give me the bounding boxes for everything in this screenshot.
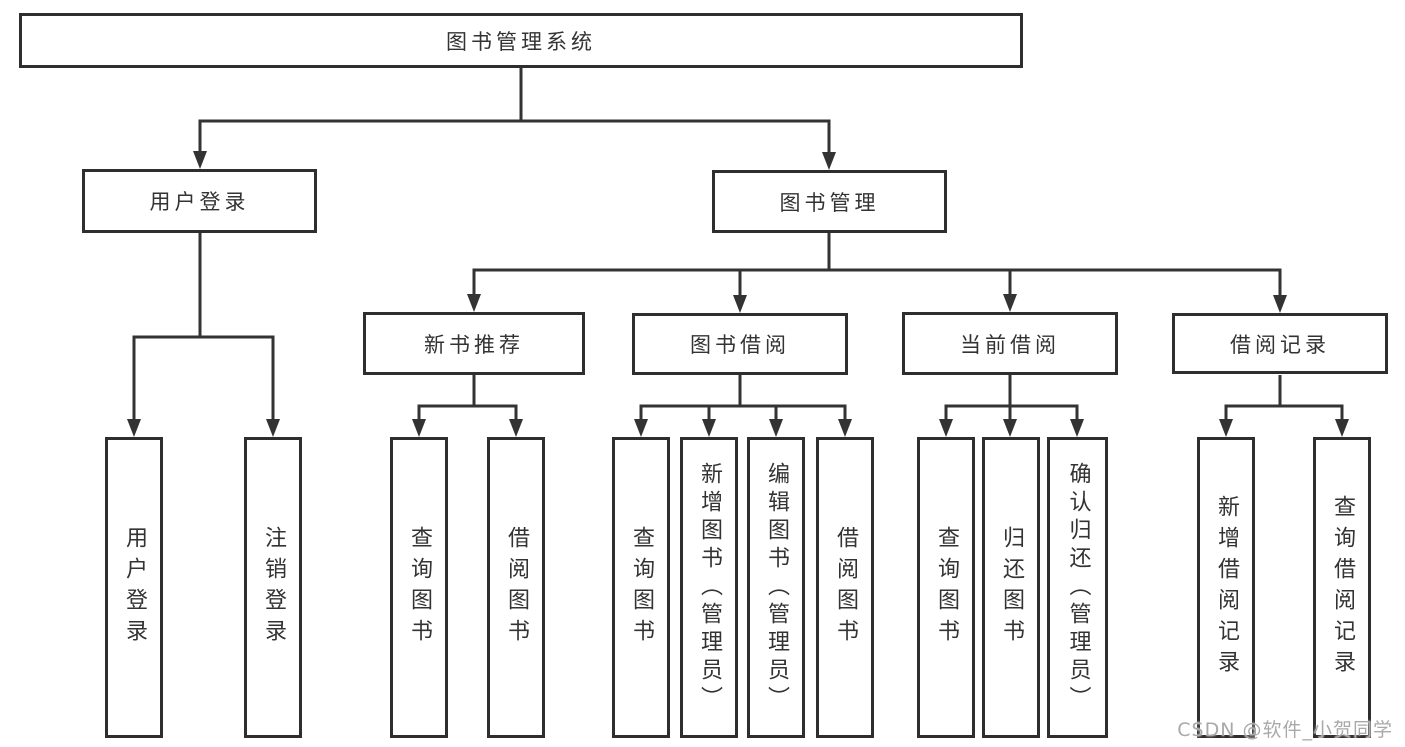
leaf-query-books-3-label: 查询图书 [934,525,959,650]
leaf-borrow-books-1-label: 借阅图书 [504,525,529,650]
leaf-logout-label: 注销登录 [261,525,286,650]
node-root: 图书管理系统 [19,13,1023,68]
node-book-borrow: 图书借阅 [632,313,848,375]
leaf-edit-book-admin: 编辑图书（管理员） [747,437,805,738]
node-new-book-recommend: 新书推荐 [363,312,585,375]
leaf-query-books-2: 查询图书 [612,437,670,738]
leaf-query-borrow-record: 查询借阅记录 [1313,437,1371,738]
leaf-borrow-books-2: 借阅图书 [816,437,874,738]
leaf-logout: 注销登录 [244,437,302,738]
node-user-login: 用户登录 [82,169,317,233]
leaf-query-books-1-label: 查询图书 [407,525,432,650]
leaf-user-login-label: 用户登录 [122,525,147,650]
node-current-borrow: 当前借阅 [902,312,1118,375]
watermark: CSDN @软件_小贺同学 [1177,719,1393,741]
leaf-borrow-books-1: 借阅图书 [487,437,545,738]
leaf-add-book-admin: 新增图书（管理员） [680,437,738,738]
leaf-confirm-return-admin-label: 确认归还（管理员） [1065,461,1091,714]
leaf-query-books-3: 查询图书 [917,437,975,738]
leaf-confirm-return-admin: 确认归还（管理员） [1047,437,1108,738]
leaf-return-book: 归还图书 [982,437,1040,738]
node-book-management: 图书管理 [712,170,947,233]
leaf-add-book-admin-label: 新增图书（管理员） [697,461,722,714]
leaf-query-borrow-record-label: 查询借阅记录 [1330,494,1355,681]
leaf-query-books-1: 查询图书 [390,437,448,738]
leaf-add-borrow-record-label: 新增借阅记录 [1214,494,1239,681]
leaf-user-login: 用户登录 [105,437,163,738]
leaf-return-book-label: 归还图书 [999,525,1024,650]
leaf-edit-book-admin-label: 编辑图书（管理员） [764,461,789,714]
node-borrow-records: 借阅记录 [1172,313,1388,374]
leaf-borrow-books-2-label: 借阅图书 [833,525,858,650]
leaf-add-borrow-record: 新增借阅记录 [1197,437,1255,738]
leaf-query-books-2-label: 查询图书 [629,525,654,650]
